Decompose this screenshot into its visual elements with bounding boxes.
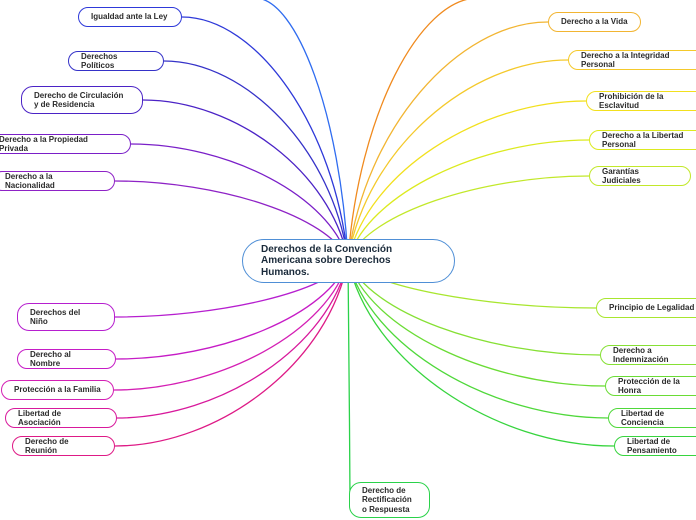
node-libertad-conciencia[interactable]: Libertad de Conciencia [608, 408, 696, 428]
link-derecho-vida [347, 21, 549, 261]
link-proteccion-honra [347, 259, 606, 387]
node-derecho-libertad-personal[interactable]: Derecho a la Libertad Personal [589, 130, 696, 150]
link-derecho-rectificacion [347, 259, 351, 501]
link-prohibicion-esclavitud [347, 100, 587, 261]
node-prohibicion-esclavitud[interactable]: Prohibición de la Esclavitud [586, 91, 696, 111]
link-proteccion-familia [113, 259, 349, 391]
link-derecho-reunion [114, 259, 349, 447]
link-libertad-pensamiento [347, 259, 615, 447]
node-derecho-vida[interactable]: Derecho a la Vida [548, 12, 641, 32]
node-derecho-de-circulacion[interactable]: Derecho de Circulación y de Residencia [21, 86, 143, 114]
link-igualdad-ante-la-ley [181, 16, 349, 261]
node-proteccion-familia[interactable]: Protección a la Familia [1, 380, 114, 400]
node-libertad-pensamiento[interactable]: Libertad de Pensamiento [614, 436, 696, 456]
node-derecho-rectificacion[interactable]: Derecho de Rectificación o Respuesta [349, 482, 430, 518]
node-garantias-judiciales[interactable]: Garantías Judiciales [589, 166, 691, 186]
node-derecho-propiedad-privada[interactable]: Derecho a la Propiedad Privada [0, 134, 131, 154]
node-derecho-al-nombre[interactable]: Derecho al Nombre [17, 349, 116, 369]
link-derechos-politicos [163, 60, 349, 261]
node-principio-legalidad[interactable]: Principio de Legalidad [596, 298, 696, 318]
node-derechos-politicos[interactable]: Derechos Políticos [68, 51, 164, 71]
link-derecho-de-circulacion [142, 99, 349, 261]
link-offscreen-top-right [347, 0, 468, 261]
central-topic[interactable]: Derechos de la Convención Americana sobr… [242, 239, 455, 283]
link-libertad-asociacion [116, 259, 349, 419]
link-libertad-conciencia [347, 259, 609, 419]
node-derecho-indemnizacion[interactable]: Derecho a Indemnización [600, 345, 696, 365]
node-igualdad-ante-la-ley[interactable]: Igualdad ante la Ley [78, 7, 182, 27]
node-derechos-del-nino[interactable]: Derechos del Niño [17, 303, 115, 331]
node-libertad-asociacion[interactable]: Libertad de Asociación [5, 408, 117, 428]
link-offscreen-top-left [262, 0, 349, 261]
link-derecho-propiedad-privada [130, 143, 349, 261]
node-derecho-nacionalidad[interactable]: Derecho a la Nacionalidad [0, 171, 115, 191]
node-proteccion-honra[interactable]: Protección de la Honra [605, 376, 696, 396]
node-derecho-integridad[interactable]: Derecho a la Integridad Personal [568, 50, 696, 70]
node-derecho-reunion[interactable]: Derecho de Reunión [12, 436, 115, 456]
link-derecho-libertad-personal [347, 139, 590, 261]
link-derecho-integridad [347, 59, 569, 261]
